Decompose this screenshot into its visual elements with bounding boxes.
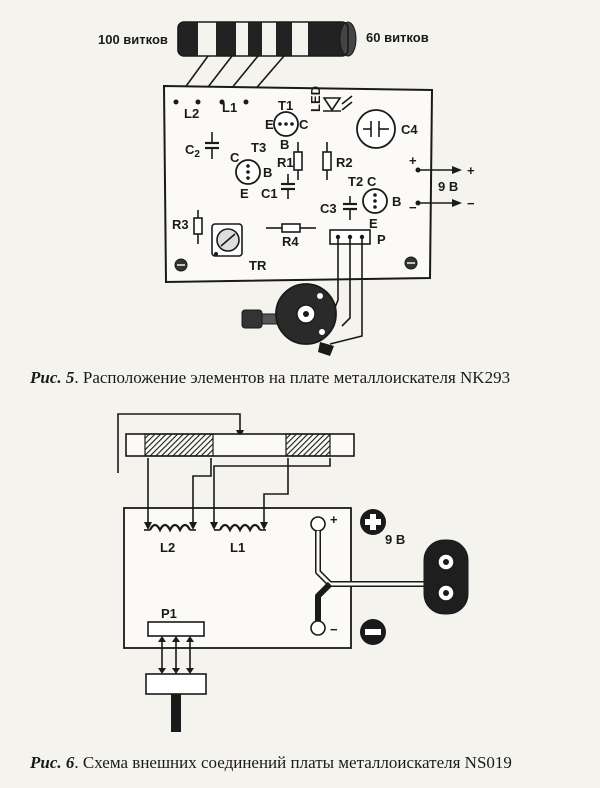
wire-plus (316, 531, 438, 586)
caption-fig5: Рис. 5. Расположение элементов на плате … (29, 368, 510, 387)
label-c2: C2 (185, 142, 200, 160)
pcb-board (162, 84, 434, 284)
terminal-plus (310, 516, 326, 532)
label-plus-in: + (409, 153, 417, 168)
label-p1: P1 (161, 606, 177, 621)
frame-wire (117, 413, 241, 473)
label-t2-e: E (369, 216, 378, 231)
led (322, 95, 353, 112)
label-t2-b: B (392, 194, 401, 209)
minus-symbol-icon (360, 619, 386, 645)
resistor-r4 (266, 223, 316, 233)
label-r1: R1 (277, 155, 294, 170)
coil-right-label: 60 витков (366, 30, 429, 45)
terminal-minus (310, 620, 326, 636)
mounting-holes (174, 256, 418, 272)
coil-leads (175, 55, 285, 101)
label-led: LED (308, 86, 323, 112)
pot-p1-wires (158, 636, 194, 674)
wire-b (192, 458, 212, 523)
transistor-t2 (362, 188, 388, 214)
label-t3-c: C (230, 150, 240, 165)
label-minus-fig6: − (330, 622, 338, 637)
capacitor-c3 (343, 196, 357, 220)
resistor-r3 (193, 210, 203, 244)
label-plus-fig6: + (330, 512, 338, 527)
label-t2: T2 (348, 174, 363, 189)
label-p: P (377, 232, 386, 247)
label-tr: TR (249, 258, 267, 273)
label-t1-c: C (299, 117, 309, 132)
caption-fig6: Рис. 6. Схема внешних соединений платы м… (29, 753, 512, 772)
label-l2: L2 (184, 106, 199, 121)
connector-p (329, 229, 371, 245)
label-c1: C1 (261, 186, 278, 201)
label-minus-in: − (409, 200, 417, 215)
label-r4: R4 (282, 234, 299, 249)
coil-l2 (144, 522, 197, 533)
label-l1-fig6: L1 (230, 540, 245, 555)
ferrite-rod (125, 433, 355, 457)
label-r3: R3 (172, 217, 189, 232)
label-9v: 9 В (438, 179, 458, 194)
resistor-r2 (322, 142, 332, 180)
label-r2: R2 (336, 155, 353, 170)
plus-symbol-icon (360, 509, 386, 535)
resistor-r1 (293, 142, 303, 180)
trimmer-tr (211, 223, 243, 257)
capacitor-c1 (281, 174, 295, 199)
coil-l1 (210, 522, 268, 533)
transistor-t1 (273, 111, 299, 137)
label-l1: L1 (222, 100, 237, 115)
label-minus-out: − (467, 196, 475, 211)
label-c4: C4 (401, 122, 418, 137)
coil-left-label: 100 витков (98, 32, 168, 47)
label-t3: T3 (251, 140, 266, 155)
power-terminals (415, 166, 462, 207)
wire-minus (315, 581, 333, 621)
figure-5: 100 витков 60 витков L2 L1 T1 E C B (29, 21, 510, 387)
pot-p1-board (147, 621, 205, 637)
lead-pads (173, 99, 249, 105)
label-t3-b: B (263, 165, 272, 180)
label-c3: C3 (320, 201, 337, 216)
label-t1-b: B (280, 137, 289, 152)
ferrite-coil (177, 21, 357, 57)
battery-clip (423, 539, 469, 615)
label-t1-e: E (265, 117, 274, 132)
label-t1: T1 (278, 98, 293, 113)
pot-p1-body (145, 673, 207, 732)
transistor-t3 (235, 159, 261, 185)
wire-d (213, 458, 331, 523)
label-plus-out: + (467, 163, 475, 178)
capacitor-c4 (356, 109, 396, 149)
label-t2-c: C (367, 174, 377, 189)
potentiometer (241, 283, 337, 356)
label-9v-fig6: 9 В (385, 532, 405, 547)
label-t3-e: E (240, 186, 249, 201)
wire-c (263, 458, 289, 523)
label-l2-fig6: L2 (160, 540, 175, 555)
figure-6: L2 L1 + − (29, 413, 512, 772)
capacitor-c2 (205, 132, 219, 159)
